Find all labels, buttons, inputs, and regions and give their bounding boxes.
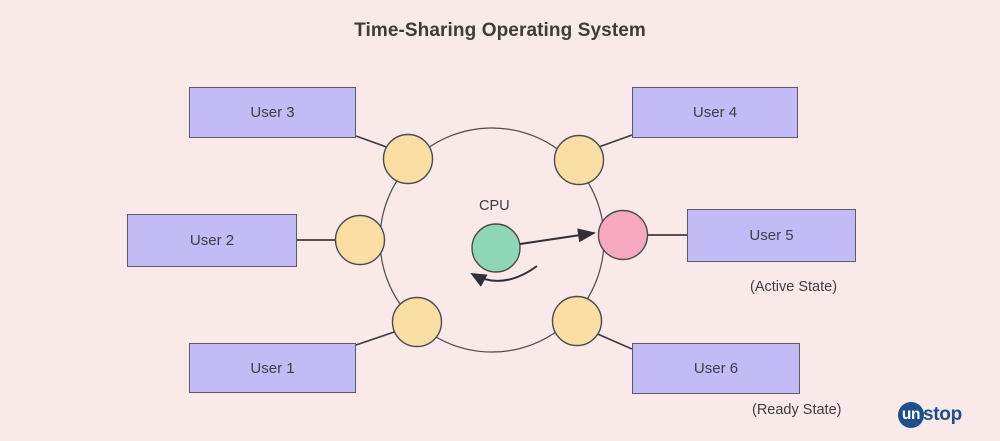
page-title: Time-Sharing Operating System [354, 20, 646, 41]
user-box-label: User 4 [692, 104, 738, 121]
unstop-logo-mark: un [898, 402, 924, 428]
connector-user1 [355, 330, 398, 346]
user-box-user5[interactable]: User 5 [687, 209, 856, 262]
user-box-user3[interactable]: User 3 [189, 87, 356, 138]
ready-state-label: (Ready State) [752, 402, 842, 418]
cpu-to-active-arrow [519, 228, 596, 245]
node-user5-active [597, 209, 649, 261]
user-box-label: User 3 [250, 104, 295, 121]
node-user1 [391, 296, 443, 348]
node-user3 [382, 133, 434, 185]
node-user4 [553, 134, 605, 186]
cpu-label: CPU [479, 198, 510, 214]
connector-user6 [592, 331, 633, 350]
connector-user4 [595, 134, 633, 149]
user-box-user2[interactable]: User 2 [127, 214, 297, 267]
user-box-label: User 5 [749, 227, 794, 244]
active-state-label: (Active State) [750, 279, 838, 295]
unstop-logo: un stop [898, 400, 962, 430]
node-user2 [334, 214, 386, 266]
user-box-label: User 2 [189, 232, 235, 249]
user-box-user4[interactable]: User 4 [632, 87, 798, 138]
user-box-label: User 1 [250, 359, 295, 377]
node-user6 [551, 295, 603, 347]
user-box-user6[interactable]: User 6 [632, 343, 800, 394]
rotation-arrow [470, 265, 538, 287]
cpu-node [471, 223, 521, 273]
unstop-logo-text: stop [923, 404, 962, 425]
user-box-user1[interactable]: User 1 [189, 343, 356, 393]
user-box-label: User 6 [693, 360, 739, 377]
